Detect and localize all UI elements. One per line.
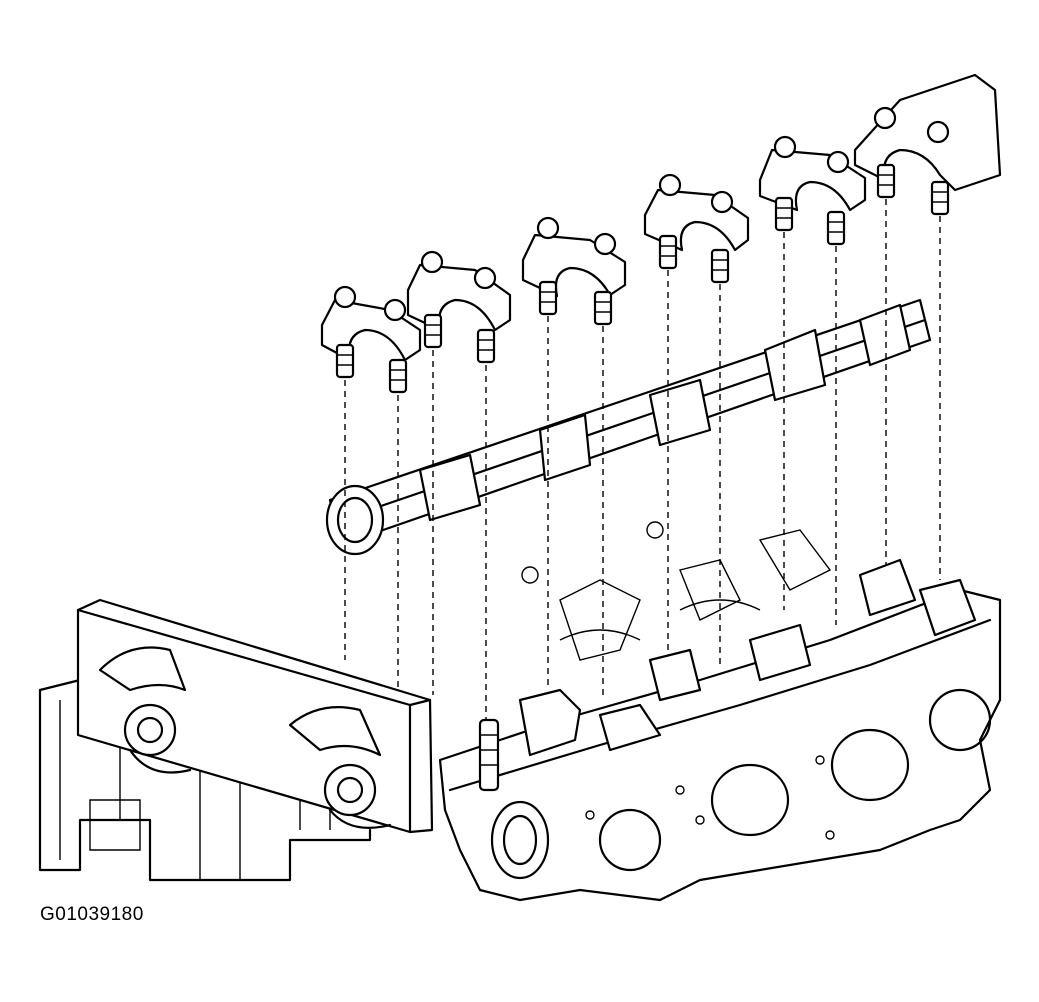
camshaft: [325, 298, 932, 556]
alignment-guide-lines: [344, 199, 941, 720]
bearing-cap-1: [320, 285, 422, 394]
bearing-cap-3: [521, 216, 627, 326]
bearing-cap-6-thrust: [853, 73, 1002, 216]
timing-chain-holder-plate: [76, 598, 434, 834]
bearing-cap-5: [758, 135, 867, 246]
figure-code-label: G01039180: [40, 904, 144, 925]
bearing-cap-2: [406, 250, 512, 364]
bearing-cap-4: [643, 173, 750, 284]
cylinder-head: [438, 521, 1002, 902]
